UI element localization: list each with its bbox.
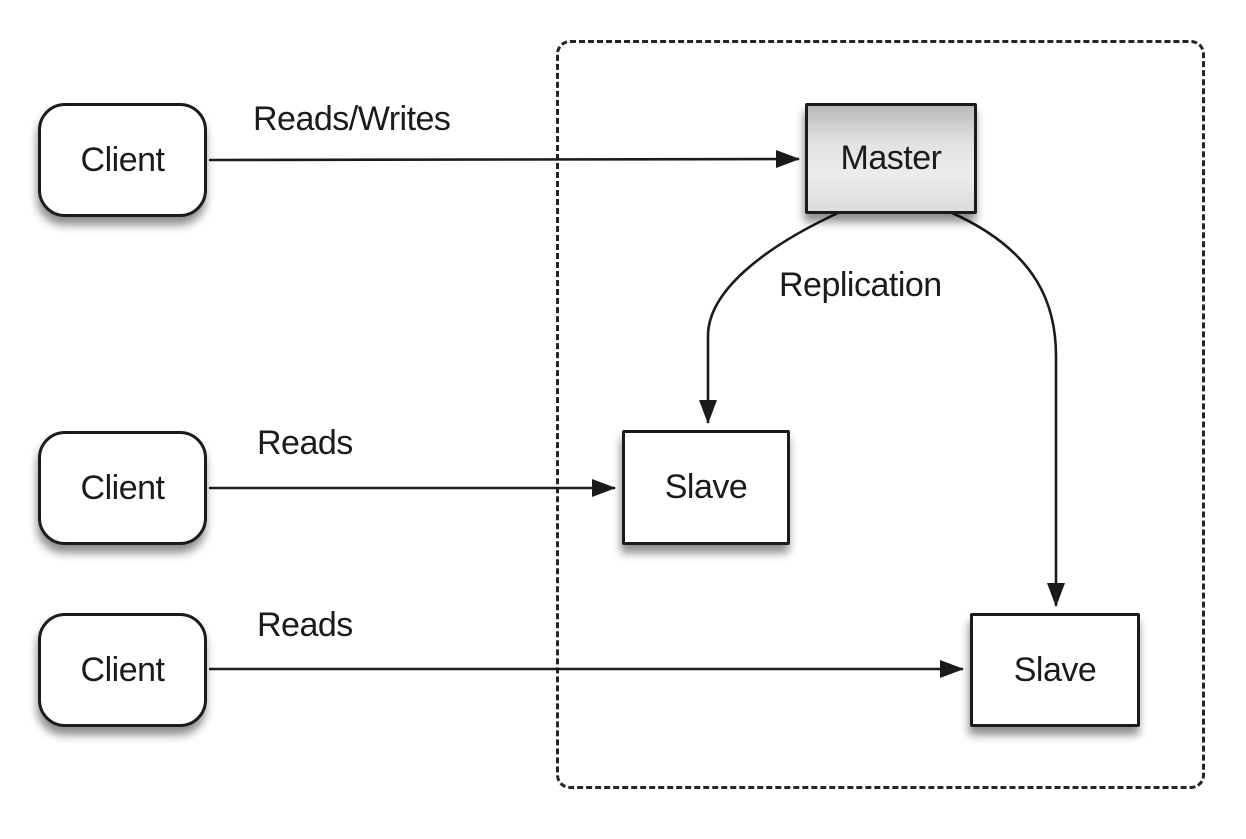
edge-label-reads-middle: Reads [257, 424, 353, 462]
client-node-1: Client [38, 103, 207, 217]
slave-node-1: Slave [622, 430, 790, 545]
client-node-3: Client [38, 613, 207, 727]
edge-label-reads-bottom: Reads [257, 606, 353, 644]
client-node-2: Client [38, 431, 207, 545]
edge-label-reads-writes: Reads/Writes [253, 100, 451, 138]
edge-label-replication: Replication [779, 266, 942, 304]
master-node: Master [805, 103, 977, 214]
slave-node-2: Slave [970, 613, 1140, 727]
replication-boundary [556, 40, 1205, 789]
